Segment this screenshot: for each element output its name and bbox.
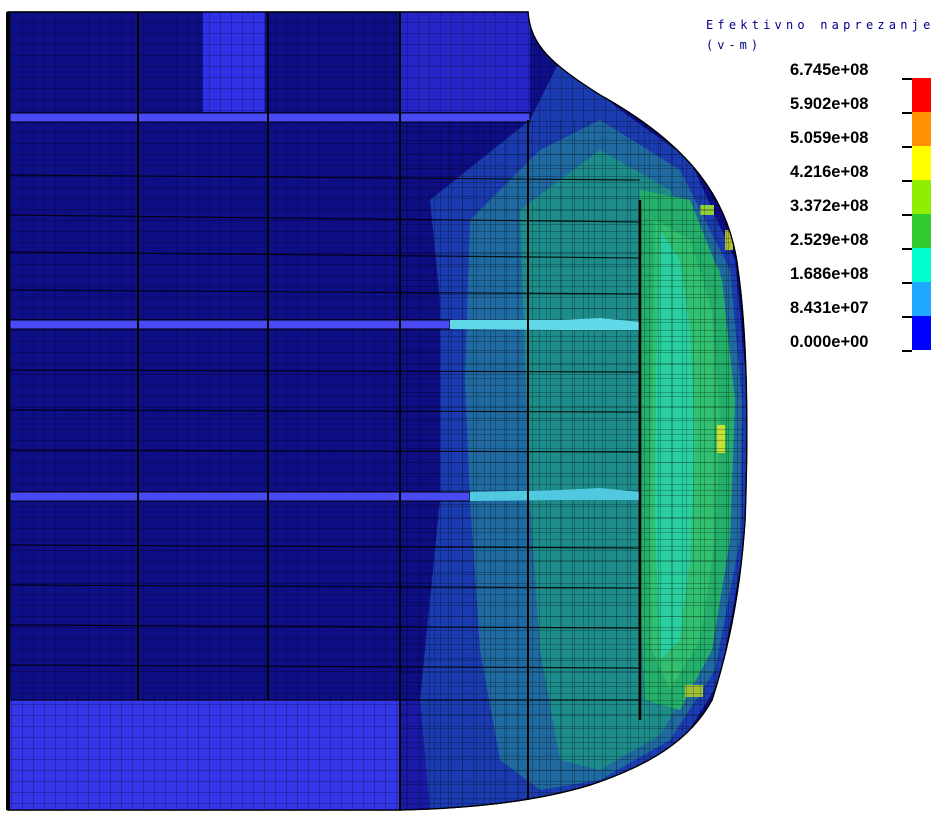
legend-units: (v-m) (706, 38, 763, 52)
legend-swatch (912, 180, 931, 214)
legend-swatch (912, 112, 931, 146)
legend-swatch (912, 78, 931, 112)
legend-label: 8.431e+07 (790, 299, 869, 317)
legend-label: 0.000e+00 (790, 333, 869, 351)
legend-label: 2.529e+08 (790, 231, 869, 249)
legend-tick (902, 350, 912, 352)
legend-swatch (912, 282, 931, 316)
legend-label: 6.745e+08 (790, 61, 869, 79)
legend-tick (902, 282, 912, 284)
legend-swatch (912, 146, 931, 180)
legend-tick (902, 248, 912, 250)
legend-label: 1.686e+08 (790, 265, 869, 283)
legend-title: Efektivno naprezanje (706, 18, 935, 32)
legend-swatch (912, 316, 931, 350)
legend-label: 4.216e+08 (790, 163, 869, 181)
legend-tick (902, 214, 912, 216)
legend-label: 5.902e+08 (790, 95, 869, 113)
legend-tick (902, 316, 912, 318)
legend-swatch (912, 248, 931, 282)
legend-tick (902, 146, 912, 148)
legend-swatch (912, 214, 931, 248)
legend-tick (902, 78, 912, 80)
legend-tick (902, 180, 912, 182)
legend-label: 5.059e+08 (790, 129, 869, 147)
legend-tick (902, 112, 912, 114)
legend-label: 3.372e+08 (790, 197, 869, 215)
